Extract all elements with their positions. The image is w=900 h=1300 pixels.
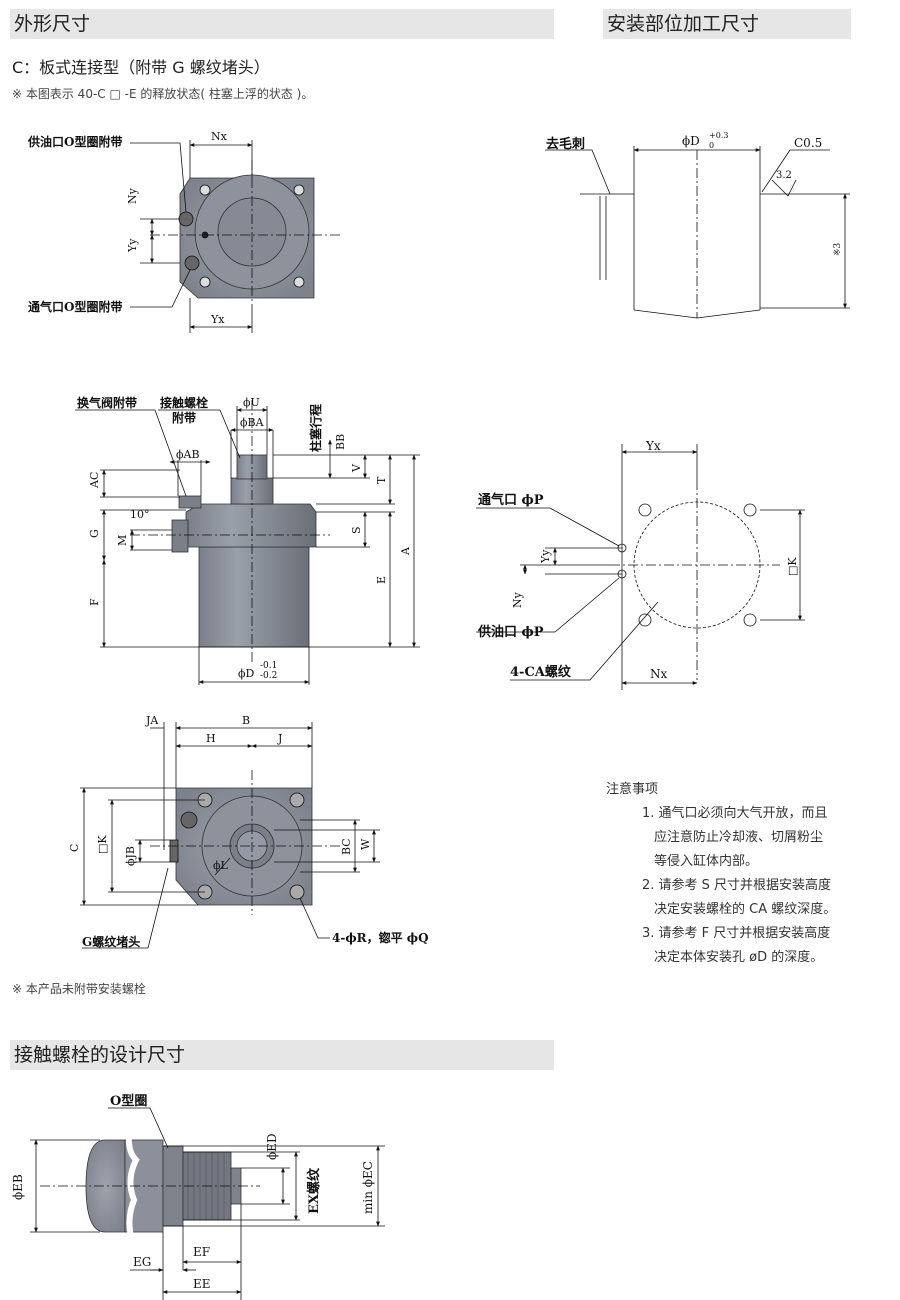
dim-h: H [206, 732, 216, 745]
dim-w: W [359, 838, 372, 850]
section-title-outline: 外形尺寸 [10, 9, 554, 39]
dim-eg: EG [133, 1255, 151, 1269]
dim-ed: ϕED [265, 1133, 279, 1160]
dim-k-bottom: □K [96, 835, 109, 854]
dim-e: E [375, 576, 388, 584]
dim-yy-plan: Yy [539, 549, 552, 564]
bolt-holes-label: 4-ϕR，锪平 ϕQ [332, 930, 429, 945]
dim-ec: min ϕEC [361, 1161, 375, 1214]
dim-ef: EF [193, 1245, 210, 1259]
deburr-label: 去毛刺 [546, 136, 585, 152]
dim-v: V [350, 463, 363, 473]
bottom-view-drawing [80, 722, 380, 949]
dim-t: T [375, 476, 388, 484]
dim-jb: ϕJB [124, 846, 137, 866]
subtitle: C：板式连接型（附带 G 螺纹堵头） [12, 58, 270, 77]
dim-d-side: ϕD [238, 667, 254, 680]
note-line: 决定本体安装孔 øD 的深度。 [654, 950, 824, 965]
section-title-mounting: 安装部位加工尺寸 [603, 9, 851, 39]
dim-j: J [277, 732, 282, 745]
dim-d-mount-tol-lower: 0 [709, 141, 714, 150]
dim-f: F [88, 598, 101, 606]
dim-d-mount-tol-upper: +0.3 [709, 131, 728, 140]
dim-ba: ϕBA [240, 416, 265, 429]
note-line: 1. 通气口必须向大气开放，而且 [642, 806, 828, 821]
side-view-drawing [75, 400, 420, 685]
chamfer-label: C0.5 [794, 136, 822, 150]
dim-ex-thread: EX螺纹 [306, 1167, 322, 1214]
note-bottom: ※ 本产品未附带安装螺栓 [12, 982, 146, 996]
vent-oring-label: 通气口O型圈附带 [28, 299, 122, 314]
dim-bc: BC [340, 838, 353, 855]
dim-ee: EE [193, 1277, 211, 1291]
roughness-label: 3.2 [776, 170, 792, 181]
dim-eb: ϕEB [11, 1174, 25, 1200]
dim-b: B [242, 714, 250, 727]
section-title-bolt-design: 接触螺栓的设计尺寸 [10, 1040, 554, 1070]
note-line: 等侵入缸体内部。 [654, 854, 759, 869]
note-line: 决定安装螺栓的 CA 螺纹深度。 [654, 902, 837, 917]
dim-c: C [68, 844, 81, 852]
dim-ab: ϕAB [176, 448, 200, 461]
dim-yy-top: Yy [126, 238, 139, 253]
dim-ny-plan: Ny [511, 591, 524, 608]
dim-l: ϕL [213, 859, 228, 872]
caution-notes: 注意事项 1. 通气口必须向大气开放，而且 应注意防止冷却液、切屑粉尘 等侵入缸… [606, 778, 836, 970]
contact-bolt-drawing [30, 1107, 385, 1300]
note-line: 3. 请参考 F 尺寸并根据安装高度 [642, 926, 831, 941]
dim-d-tol-lower: -0.2 [260, 671, 277, 681]
dim-yx-top: Yx [210, 313, 225, 326]
dim-d-mount: ϕD [682, 134, 700, 148]
dim-yx-plan: Yx [645, 439, 661, 453]
supply-oring-label: 供油口O型圈附带 [27, 134, 122, 149]
notes-title: 注意事项 [606, 782, 659, 797]
mount-section-drawing [545, 146, 850, 319]
dim-k-plan: □K [786, 557, 799, 576]
oring-label: O型圈 [110, 1093, 147, 1109]
breather-label: 换气阀附带 [77, 395, 137, 410]
note-line: 2. 请参考 S 尺寸并根据安装高度 [642, 878, 832, 893]
dim-nx-top: Nx [211, 130, 228, 143]
dim-d-tol-upper: -0.1 [260, 661, 277, 671]
dim-bb: BB [334, 434, 347, 450]
contact-bolt-label-2: 附带 [172, 410, 196, 425]
dim-s: S [350, 526, 363, 534]
plug-label: G螺纹堵头 [82, 934, 140, 949]
dim-g: G [88, 529, 101, 538]
dim-m: M [116, 535, 129, 546]
dim-nx-plan: Nx [650, 667, 668, 681]
dim-u: ϕU [243, 396, 260, 409]
contact-bolt-label: 接触螺栓 [160, 395, 208, 410]
thread-label: 4-CA螺纹 [510, 664, 572, 680]
vent-port-label: 通气口 ϕP [478, 492, 544, 508]
dim-ac: AC [88, 472, 101, 489]
dim-a: A [399, 546, 412, 556]
stroke-label: 柱塞行程 [308, 404, 323, 452]
note-top: ※ 本图表示 40-C □ -E 的释放状态( 柱塞上浮的状态 )。 [12, 87, 314, 101]
dim-angle: 10° [130, 508, 150, 521]
dim-ja: JA [145, 714, 159, 727]
depth-note: ※3 [833, 242, 843, 256]
mount-plan-drawing [476, 444, 805, 690]
note-line: 应注意防止冷却液、切屑粉尘 [654, 830, 824, 845]
dim-ny-top: Ny [126, 187, 139, 204]
top-view-drawing [130, 140, 340, 333]
supply-port-label: 供油口 ϕP [477, 624, 544, 640]
